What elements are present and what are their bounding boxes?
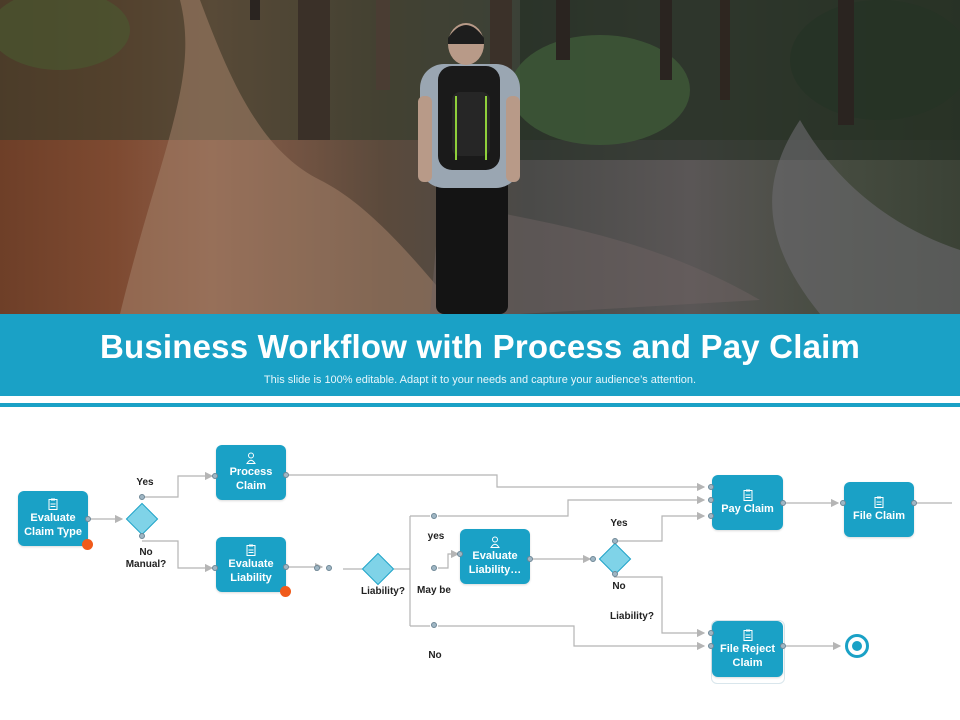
connector-port[interactable] — [431, 622, 437, 628]
clipboard-icon — [246, 544, 256, 556]
connector-port[interactable] — [708, 497, 714, 503]
hero-forest-photo — [0, 0, 960, 314]
connector-port[interactable] — [911, 500, 917, 506]
hiker-figure — [418, 23, 520, 314]
clipboard-icon — [48, 498, 58, 510]
evaluate-liability-node[interactable]: Evaluate Liability — [216, 537, 286, 592]
connector-port[interactable] — [212, 565, 218, 571]
label-maybe-branch: May be — [417, 585, 451, 596]
connector-port[interactable] — [780, 643, 786, 649]
connector-port[interactable] — [590, 556, 596, 562]
gateways — [125, 502, 632, 586]
connector-port[interactable] — [139, 533, 145, 539]
connector-port[interactable] — [708, 513, 714, 519]
title-banner — [0, 314, 960, 396]
user-icon — [246, 452, 256, 464]
connector-port[interactable] — [708, 643, 714, 649]
label-no-right: No — [612, 581, 626, 592]
status-marker — [280, 586, 291, 597]
label-no-branch: No — [428, 650, 442, 661]
node-label: File Reject Claim — [719, 642, 776, 669]
label-yes-branch: yes — [427, 531, 445, 542]
end-event-icon[interactable] — [845, 634, 869, 658]
label-liability-question: Liability? — [361, 586, 405, 597]
label-yes: Yes — [136, 477, 154, 488]
pay-claim-node[interactable]: Pay Claim — [712, 475, 783, 530]
connector-port[interactable] — [708, 484, 714, 490]
file-reject-claim-frame — [711, 620, 785, 684]
node-label: Pay Claim — [721, 503, 774, 515]
file-claim-node[interactable]: File Claim — [844, 482, 914, 537]
connector-port[interactable] — [708, 630, 714, 636]
connector-port[interactable] — [283, 472, 289, 478]
connector-port[interactable] — [457, 551, 463, 557]
label-no-manual: No Manual? — [125, 547, 167, 570]
file-reject-claim-node[interactable]: File Reject Claim — [712, 621, 783, 677]
connector-port[interactable] — [431, 513, 437, 519]
connector-port[interactable] — [612, 571, 618, 577]
connector-port[interactable] — [840, 500, 846, 506]
clipboard-icon — [874, 496, 884, 508]
node-label: File Claim — [853, 510, 905, 522]
node-label: Evaluate Liability… — [468, 550, 522, 576]
connector-port[interactable] — [780, 500, 786, 506]
connector-port[interactable] — [431, 565, 437, 571]
connector-port[interactable] — [283, 564, 289, 570]
connector-port[interactable] — [527, 556, 533, 562]
connector-port[interactable] — [139, 494, 145, 500]
node-label: Evaluate Liability — [228, 558, 274, 584]
user-icon — [490, 536, 500, 548]
node-label: Evaluate Claim Type — [24, 512, 82, 538]
process-claim-node[interactable]: Process Claim — [216, 445, 286, 500]
label-liability-question-right: Liability? — [610, 611, 654, 622]
slide-title: Business Workflow with Process and Pay C… — [99, 328, 861, 365]
forest-path-illustration — [0, 0, 960, 314]
slide-subtitle: This slide is 100% editable. Adapt it to… — [263, 374, 697, 386]
connector-port[interactable] — [326, 565, 332, 571]
connector-port[interactable] — [612, 538, 618, 544]
clipboard-icon — [743, 629, 752, 641]
connector-port[interactable] — [212, 473, 218, 479]
evaluate-liability-2-node[interactable]: Evaluate Liability… — [460, 529, 530, 584]
divider-rule — [0, 403, 960, 407]
node-label: Process Claim — [229, 466, 273, 492]
clipboard-icon — [743, 489, 752, 501]
label-yes-right: Yes — [610, 518, 628, 529]
evaluate-claim-type-node[interactable]: Evaluate Claim Type — [18, 491, 88, 546]
connector-port[interactable] — [85, 516, 91, 522]
connector-port[interactable] — [314, 565, 320, 571]
status-marker — [82, 539, 93, 550]
